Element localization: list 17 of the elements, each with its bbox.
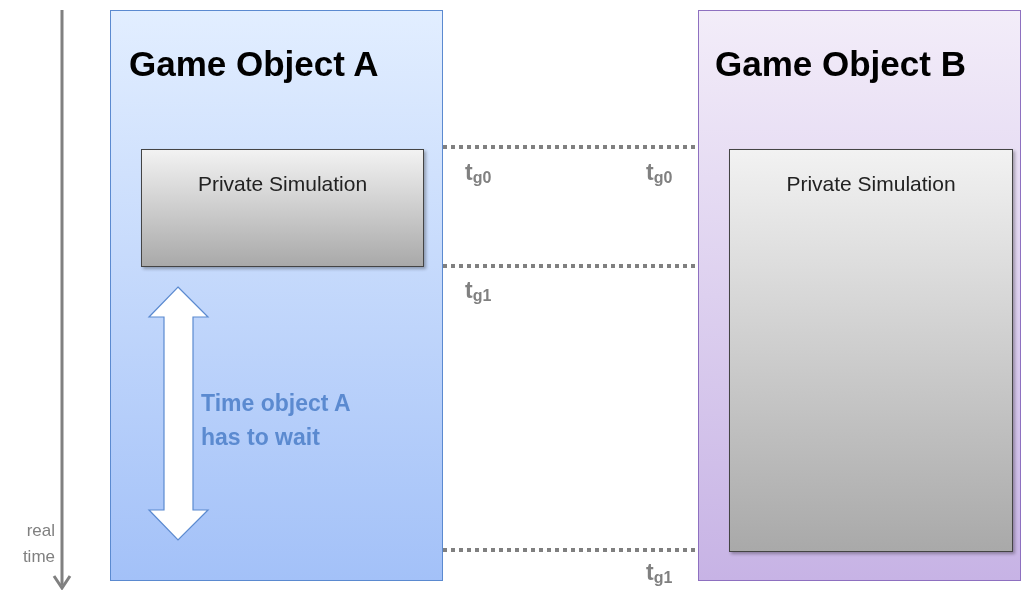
time-label: t$_{g0}$	[465, 160, 492, 186]
panel-title: Game Object B	[715, 44, 966, 84]
object-panel	[110, 10, 443, 581]
time-label: t$_{g1}$	[646, 560, 673, 586]
dotted-line	[443, 548, 698, 552]
dotted-line	[443, 264, 698, 268]
time-label: t$_{g1}$	[465, 278, 492, 304]
axis-label: real time	[21, 520, 55, 568]
simulation-box	[141, 149, 424, 267]
object-panel	[698, 10, 1021, 581]
box-label: Private Simulation	[785, 172, 957, 196]
box-label: Private Simulation	[196, 172, 369, 196]
annotation-text: Time object A has to wait	[201, 389, 351, 452]
time-label: t$_{g0}$	[646, 160, 673, 186]
panel-title: Game Object A	[129, 44, 379, 84]
dotted-line	[443, 145, 698, 149]
simulation-box	[729, 149, 1013, 552]
